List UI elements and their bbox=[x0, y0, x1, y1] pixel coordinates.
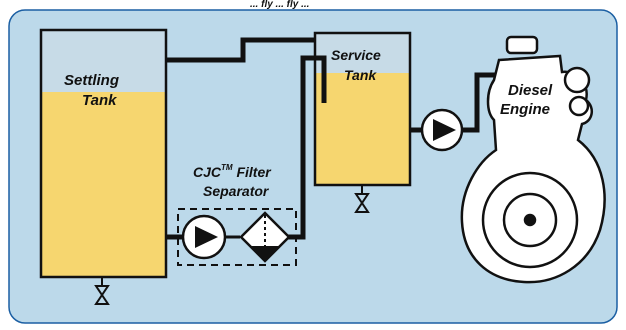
service-tank-label-line1: Service bbox=[331, 47, 381, 63]
settling-tank-label-line1: Settling bbox=[64, 72, 119, 89]
filter-unit-dashed-box bbox=[177, 208, 297, 266]
header-caption-fragment: ... fly ... fly ... bbox=[250, 0, 309, 10]
filter-label-trademark: TM bbox=[221, 163, 233, 172]
settling-tank-outline bbox=[39, 28, 168, 279]
engine-accessory-upper bbox=[563, 66, 591, 94]
filter-sump-icon bbox=[250, 246, 280, 261]
filter-label-line2: Separator bbox=[203, 183, 270, 199]
service-tank: Service Tank bbox=[313, 31, 412, 187]
filter-label-suffix: Filter bbox=[233, 164, 273, 180]
diesel-engine bbox=[460, 35, 606, 284]
engine-label-line1: Diesel bbox=[508, 82, 553, 99]
settling-tank-drain-valve bbox=[94, 277, 110, 305]
settling-tank-oil-level bbox=[41, 92, 166, 277]
filter-label-line1: CJCTM Filter bbox=[193, 163, 272, 180]
pipe-settling-to-service-top bbox=[166, 37, 315, 63]
engine-flywheel-outer bbox=[481, 171, 579, 269]
settling-tank-empty-space bbox=[41, 30, 166, 92]
engine-body bbox=[460, 54, 606, 284]
service-tank-empty-space bbox=[315, 33, 410, 73]
pipe-pump-to-engine bbox=[461, 72, 499, 133]
engine-pump-arrow-icon bbox=[433, 119, 456, 141]
service-tank-label-line2: Tank bbox=[344, 67, 377, 83]
engine-label-line2: Engine bbox=[500, 101, 550, 118]
service-tank-oil-level bbox=[315, 73, 410, 185]
settling-tank: Settling Tank bbox=[39, 28, 168, 279]
engine-flywheel-inner bbox=[502, 192, 558, 248]
engine-feed-pump bbox=[420, 108, 464, 152]
pipe-service-dip bbox=[313, 55, 327, 103]
pipe-filter-to-service bbox=[283, 55, 315, 240]
settling-tank-label-line2: Tank bbox=[82, 92, 117, 109]
cjc-filter-separator: CJCTM Filter Separator bbox=[177, 163, 297, 266]
engine-flywheel-hub bbox=[523, 213, 537, 227]
filter-pump-arrow-icon bbox=[195, 226, 218, 248]
engine-top-cap bbox=[505, 35, 539, 55]
piping bbox=[166, 37, 499, 240]
filter-label-prefix: CJC bbox=[193, 164, 222, 180]
service-tank-drain-valve bbox=[354, 185, 370, 213]
engine-accessory-lower bbox=[568, 95, 590, 117]
